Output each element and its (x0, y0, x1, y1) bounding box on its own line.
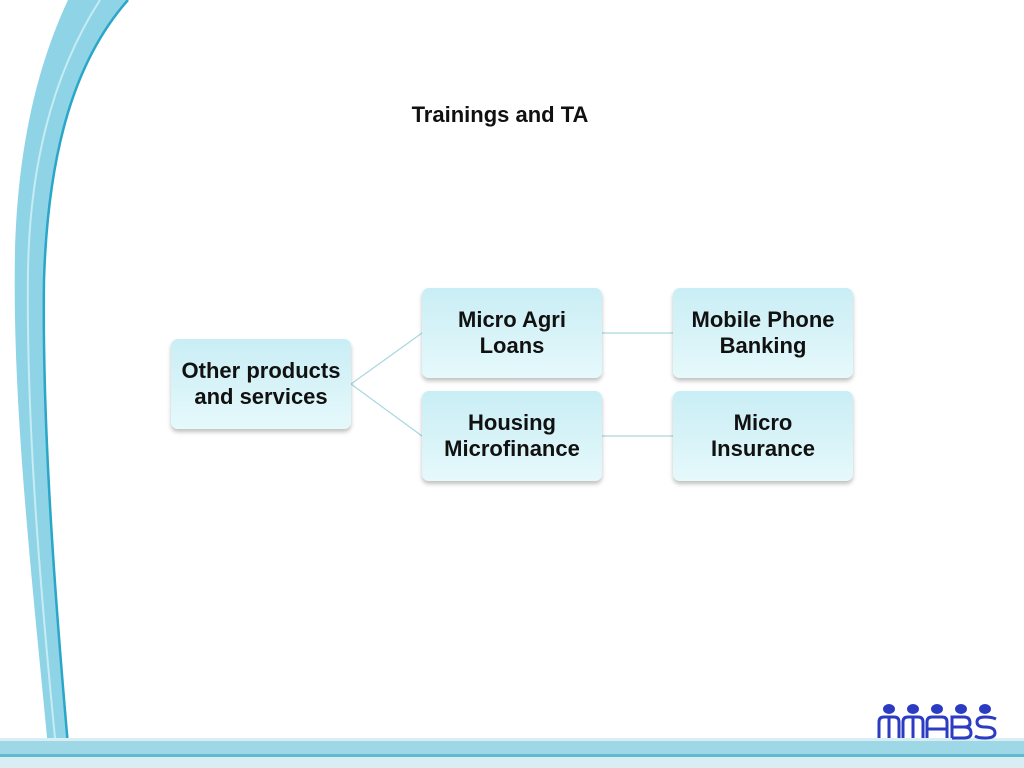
node-micro-agri-loans: Micro Agri Loans (422, 288, 602, 378)
connector-root-to-housing (350, 383, 423, 437)
logo-letters (877, 715, 997, 740)
mabs-logo (877, 704, 997, 740)
node-micro-insurance: Micro Insurance (673, 391, 853, 481)
node-label: Micro Agri Loans (458, 307, 566, 358)
node-other-products-and-services: Other products and services (171, 339, 351, 429)
slide-title: Trainings and TA (411, 102, 589, 127)
node-label: Housing Microfinance (444, 410, 580, 461)
node-housing-microfinance: Housing Microfinance (422, 391, 602, 481)
node-label: Micro Insurance (711, 410, 815, 461)
node-label: Other products and services (181, 358, 341, 409)
logo-dots (883, 704, 991, 714)
node-mobile-phone-banking: Mobile Phone Banking (673, 288, 853, 378)
node-label: Mobile Phone Banking (691, 307, 835, 358)
connector-root-to-agri (350, 332, 423, 385)
